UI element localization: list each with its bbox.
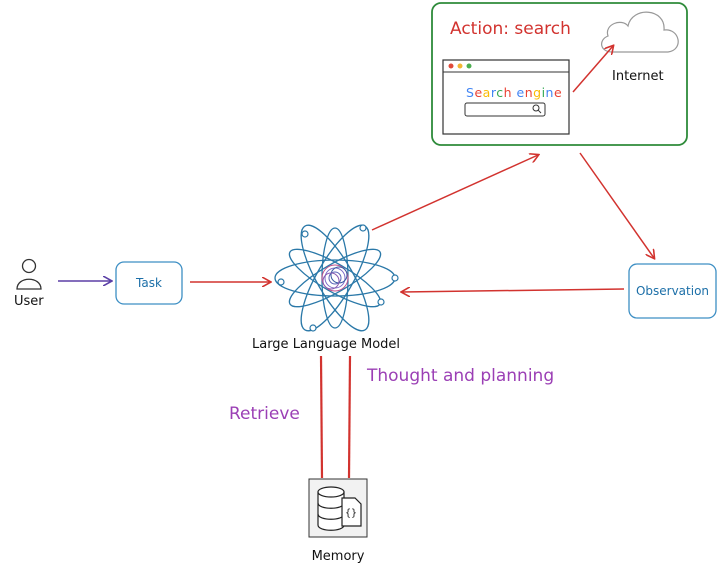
llm-to-action-arrow xyxy=(371,155,538,231)
observation-label: Observation xyxy=(636,284,709,298)
search-bar xyxy=(464,102,546,117)
cloud-icon xyxy=(601,11,679,53)
search-engine-text: Search engine xyxy=(466,85,562,100)
atom-icon xyxy=(274,224,399,332)
llm-label: Large Language Model xyxy=(252,337,400,352)
browser-to-internet-arrow xyxy=(572,46,613,93)
thought-line xyxy=(347,355,352,479)
observation-to-llm-arrow xyxy=(402,289,625,292)
task-box: Task xyxy=(115,261,183,305)
json-brace-glyph: {} xyxy=(345,508,357,519)
observation-box: Observation xyxy=(628,263,717,319)
magnifier-icon xyxy=(532,104,542,114)
retrieve-label: Retrieve xyxy=(229,404,300,424)
database-json-icon: {} xyxy=(308,478,368,538)
retrieve-line xyxy=(319,355,324,479)
action-to-observation-arrow xyxy=(579,152,654,258)
internet-label: Internet xyxy=(612,69,664,84)
memory-label: Memory xyxy=(312,549,365,564)
user-label: User xyxy=(14,294,44,309)
task-label: Task xyxy=(135,276,162,290)
thought-and-planning-label: Thought and planning xyxy=(366,366,554,386)
action-label: Action: search xyxy=(450,19,571,39)
action-box: Action: search Search engine Internet xyxy=(431,2,688,146)
user-icon xyxy=(16,258,42,290)
browser-window-icon: Search engine xyxy=(442,59,570,135)
